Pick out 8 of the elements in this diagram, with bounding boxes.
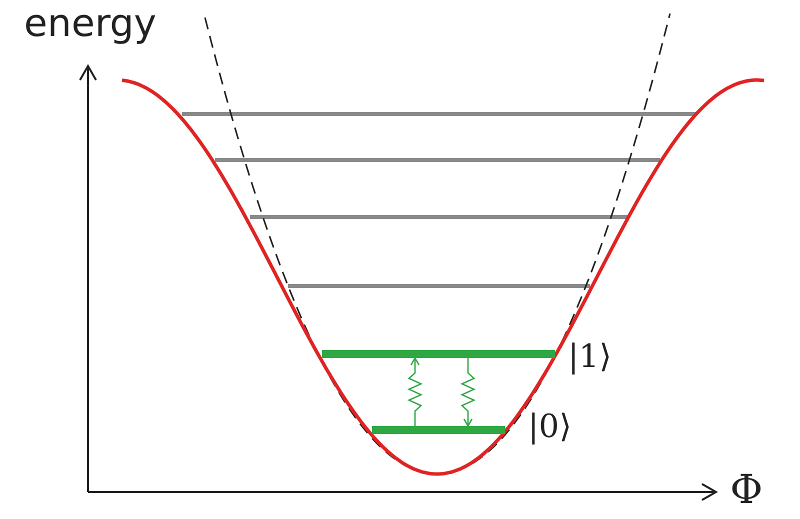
energy-level-bar: [372, 426, 505, 434]
state-label: |0⟩: [528, 410, 572, 442]
axis-label: energy: [24, 4, 156, 42]
wavy-arrow: [407, 357, 423, 426]
energy-level-bar: [322, 350, 555, 358]
state-label: |1⟩: [568, 340, 612, 372]
wavy-arrow: [460, 358, 476, 427]
axis-label: Φ: [730, 470, 763, 510]
